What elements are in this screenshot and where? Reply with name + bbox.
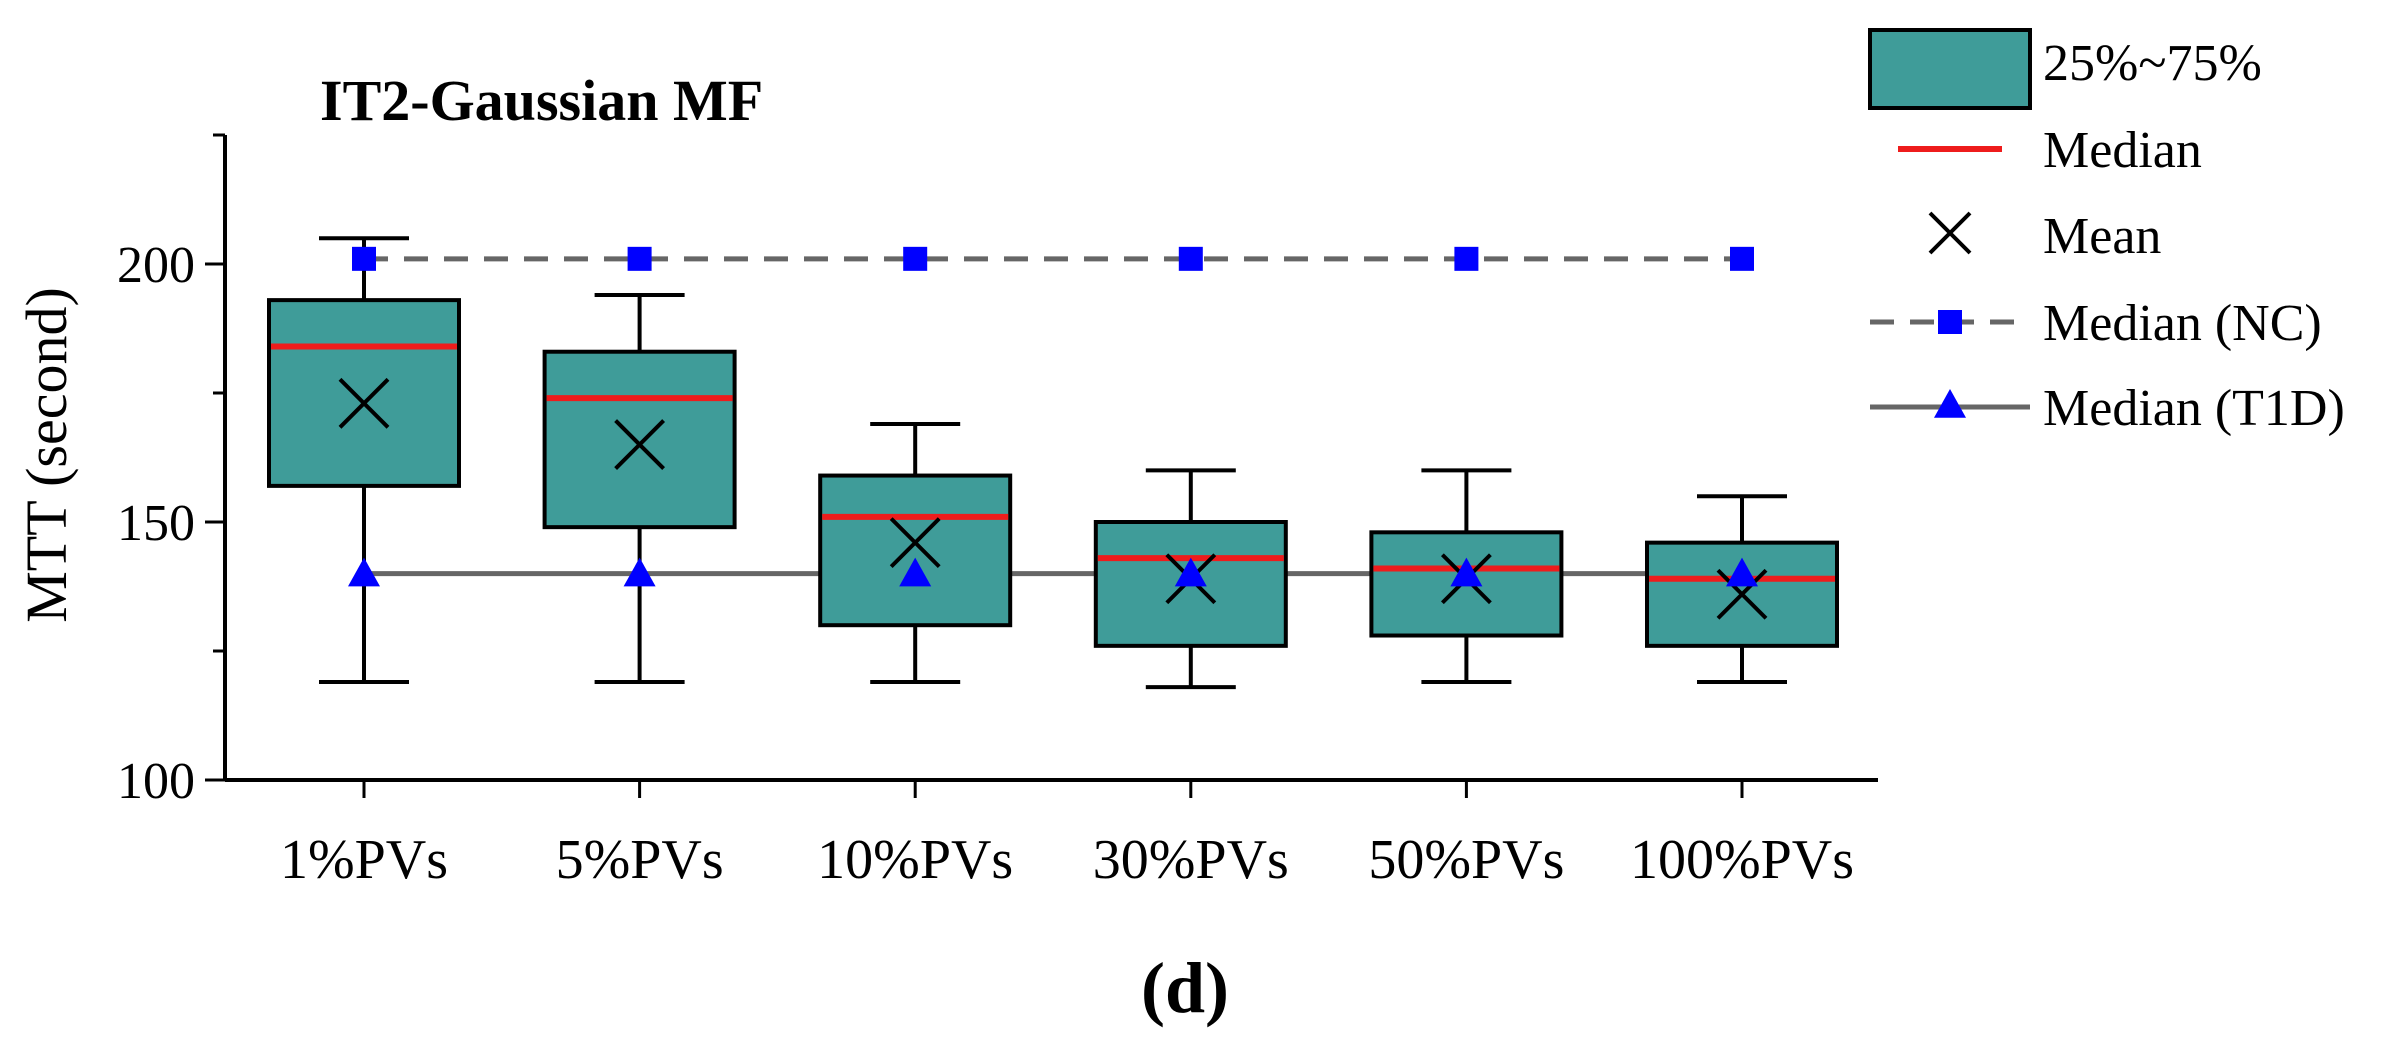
iqr-box	[542, 349, 737, 530]
x-tick-label: 1%PVs	[280, 829, 448, 891]
x-tick-label: 50%PVs	[1368, 829, 1564, 891]
panel-label: (d)	[1141, 948, 1229, 1028]
x-tick-label: 100%PVs	[1630, 829, 1854, 891]
median-t1d-marker	[899, 557, 932, 587]
median-nc-marker	[1454, 246, 1479, 271]
median-t1d-marker	[1726, 557, 1758, 587]
x-tick-label: 30%PVs	[1093, 829, 1289, 891]
chart-title: IT2-Gaussian MF	[320, 68, 763, 133]
median-t1d-marker	[1174, 557, 1207, 587]
median-t1d-marker	[1450, 557, 1483, 587]
legend-mean-swatch	[1928, 211, 1972, 255]
y-tick-label: 150	[117, 495, 195, 552]
legend-label: Median	[2043, 122, 2202, 179]
legend-label: Mean	[2043, 208, 2161, 265]
legend-box-swatch	[1868, 28, 2032, 110]
plot-area: 100 150 200 1%PVs 5%PVs 10%PVs 30%PVs 50%PVs 100…	[117, 133, 1878, 891]
median-nc-marker	[903, 246, 928, 271]
legend-nc-marker	[1938, 310, 1962, 334]
median-t1d-marker	[348, 557, 380, 587]
y-tick-label: 100	[117, 753, 195, 810]
legend-t1d-marker	[1934, 389, 1966, 418]
legend-label: Median (NC)	[2043, 295, 2322, 352]
y-tick-label: 200	[117, 237, 195, 294]
x-tick-label: 5%PVs	[556, 829, 724, 891]
iqr-box	[267, 298, 461, 488]
median-t1d-marker	[623, 557, 656, 587]
mean-marker	[889, 517, 941, 569]
mean-marker	[1716, 568, 1768, 620]
y-axis-label: MTT (second)	[14, 287, 79, 623]
legend-label: 25%~75%	[2043, 35, 2262, 92]
legend-label: Median (T1D)	[2043, 380, 2345, 437]
median-nc-marker	[627, 246, 652, 271]
iqr-box	[818, 473, 1013, 628]
median-nc-marker	[1178, 246, 1203, 271]
median-nc-marker	[1730, 246, 1754, 271]
mean-marker	[614, 419, 666, 471]
median-nc-marker	[352, 246, 376, 271]
x-tick-label: 10%PVs	[817, 829, 1013, 891]
mean-marker	[338, 377, 390, 429]
